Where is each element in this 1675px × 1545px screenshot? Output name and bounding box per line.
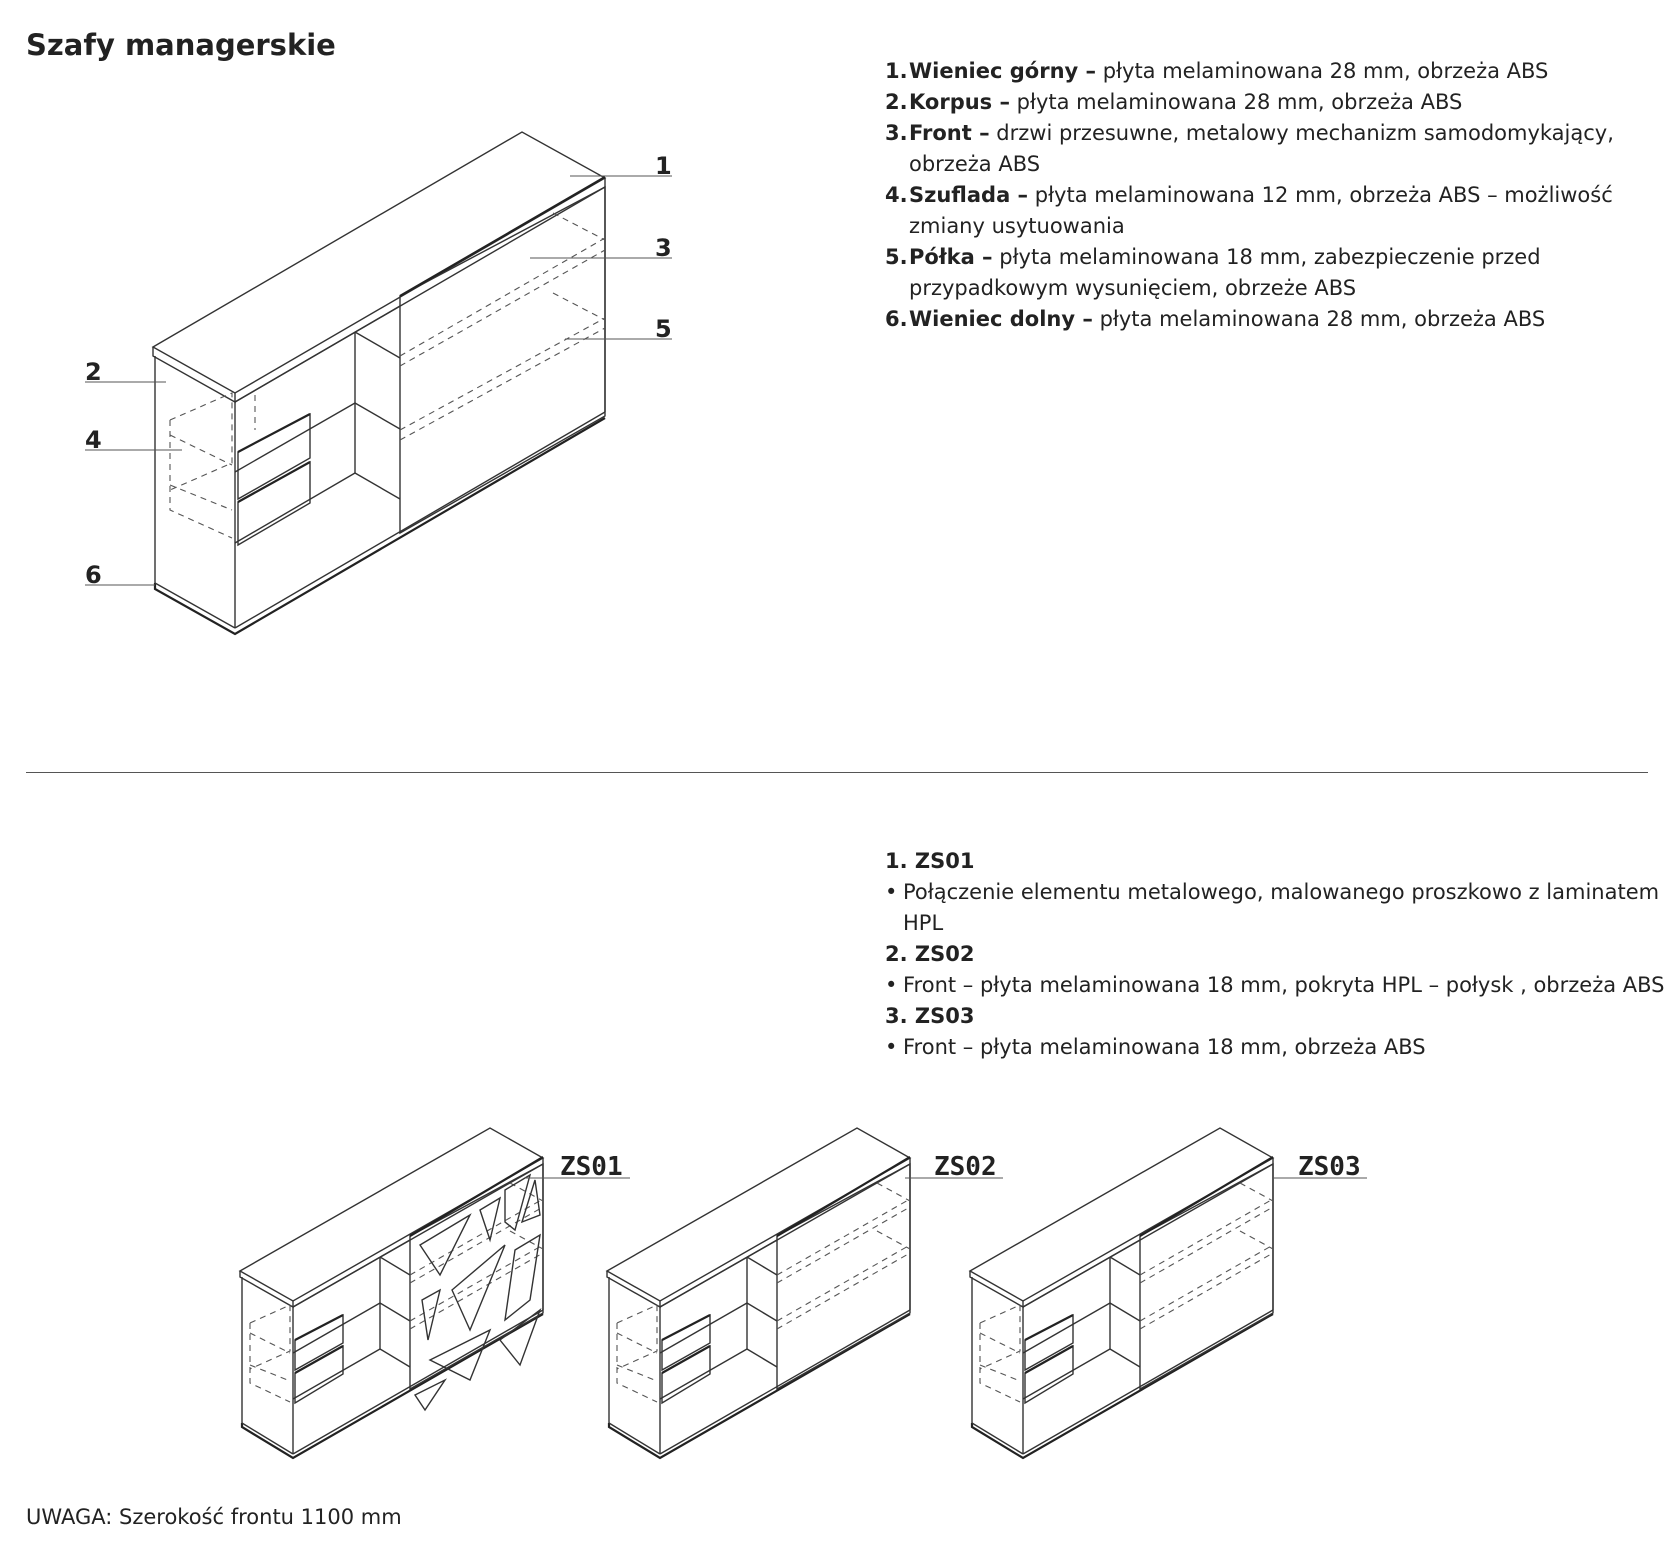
footnote: UWAGA: Szerokość frontu 1100 mm	[26, 1505, 402, 1529]
variant-list: 1. ZS01 •Połączenie elementu metalowego,…	[885, 846, 1665, 1063]
variant-label-zs01: ZS01	[560, 1152, 623, 1182]
variant-heading: 1. ZS01	[885, 849, 975, 873]
callout-2: 2	[85, 358, 102, 386]
variant-heading: 2. ZS02	[885, 942, 975, 966]
main-cabinet-drawing: 1 3 5 2 4 6	[85, 131, 672, 636]
variant-zs03-drawing: ZS03	[968, 1126, 1367, 1460]
variant-label-zs02: ZS02	[934, 1152, 997, 1182]
spec-number: 4.	[885, 183, 908, 207]
spec-item: 5.Półka – płyta melaminowana 18 mm, zabe…	[885, 242, 1655, 304]
bullet-icon: •	[885, 880, 898, 904]
variant-desc: •Front – płyta melaminowana 18 mm, obrze…	[885, 1032, 1665, 1063]
spec-desc: płyta melaminowana 28 mm, obrzeża ABS	[1016, 90, 1463, 114]
spec-item: 1.Wieniec górny – płyta melaminowana 28 …	[885, 56, 1655, 87]
spec-number: 2.	[885, 90, 908, 114]
spec-list: 1.Wieniec górny – płyta melaminowana 28 …	[885, 56, 1655, 335]
spec-desc: płyta melaminowana 18 mm, zabezpieczenie…	[909, 245, 1541, 300]
spec-name: Wieniec górny –	[909, 59, 1097, 83]
spec-name: Półka –	[909, 245, 993, 269]
spec-number: 6.	[885, 307, 908, 331]
callout-1: 1	[655, 152, 672, 180]
spec-number: 3.	[885, 121, 908, 145]
variant-label-zs03: ZS03	[1298, 1152, 1361, 1182]
spec-desc: drzwi przesuwne, metalowy mechanizm samo…	[909, 121, 1614, 176]
decorative-pattern	[413, 1173, 542, 1412]
variant-heading: 3. ZS03	[885, 1004, 975, 1028]
bullet-icon: •	[885, 973, 898, 997]
callout-6: 6	[85, 561, 102, 589]
bullet-icon: •	[885, 1035, 898, 1059]
spec-item: 3.Front – drzwi przesuwne, metalowy mech…	[885, 118, 1655, 180]
variant-desc-text: Front – płyta melaminowana 18 mm, obrzeż…	[903, 1035, 1426, 1059]
spec-number: 5.	[885, 245, 908, 269]
variant-zs01-drawing: ZS01	[238, 1126, 630, 1460]
spec-desc: płyta melaminowana 12 mm, obrzeża ABS – …	[909, 183, 1613, 238]
variant-desc-text: Połączenie elementu metalowego, malowane…	[903, 880, 1660, 935]
page-title: Szafy managerskie	[26, 28, 336, 62]
spec-number: 1.	[885, 59, 908, 83]
variant-zs02-drawing: ZS02	[605, 1126, 1003, 1460]
callout-3: 3	[655, 234, 672, 262]
callout-5: 5	[655, 315, 672, 343]
spec-desc: płyta melaminowana 28 mm, obrzeża ABS	[1099, 307, 1546, 331]
callout-4: 4	[85, 426, 102, 454]
variant-desc: •Połączenie elementu metalowego, malowan…	[885, 877, 1665, 939]
spec-name: Korpus –	[909, 90, 1010, 114]
spec-name: Front –	[909, 121, 990, 145]
spec-item: 4.Szuflada – płyta melaminowana 12 mm, o…	[885, 180, 1655, 242]
spec-name: Szuflada –	[909, 183, 1029, 207]
spec-name: Wieniec dolny –	[909, 307, 1093, 331]
variant-desc: •Front – płyta melaminowana 18 mm, pokry…	[885, 970, 1665, 1001]
variant-desc-text: Front – płyta melaminowana 18 mm, pokryt…	[903, 973, 1665, 997]
spec-item: 2.Korpus – płyta melaminowana 28 mm, obr…	[885, 87, 1655, 118]
spec-desc: płyta melaminowana 28 mm, obrzeża ABS	[1102, 59, 1549, 83]
spec-item: 6.Wieniec dolny – płyta melaminowana 28 …	[885, 304, 1655, 335]
section-divider	[26, 772, 1648, 773]
